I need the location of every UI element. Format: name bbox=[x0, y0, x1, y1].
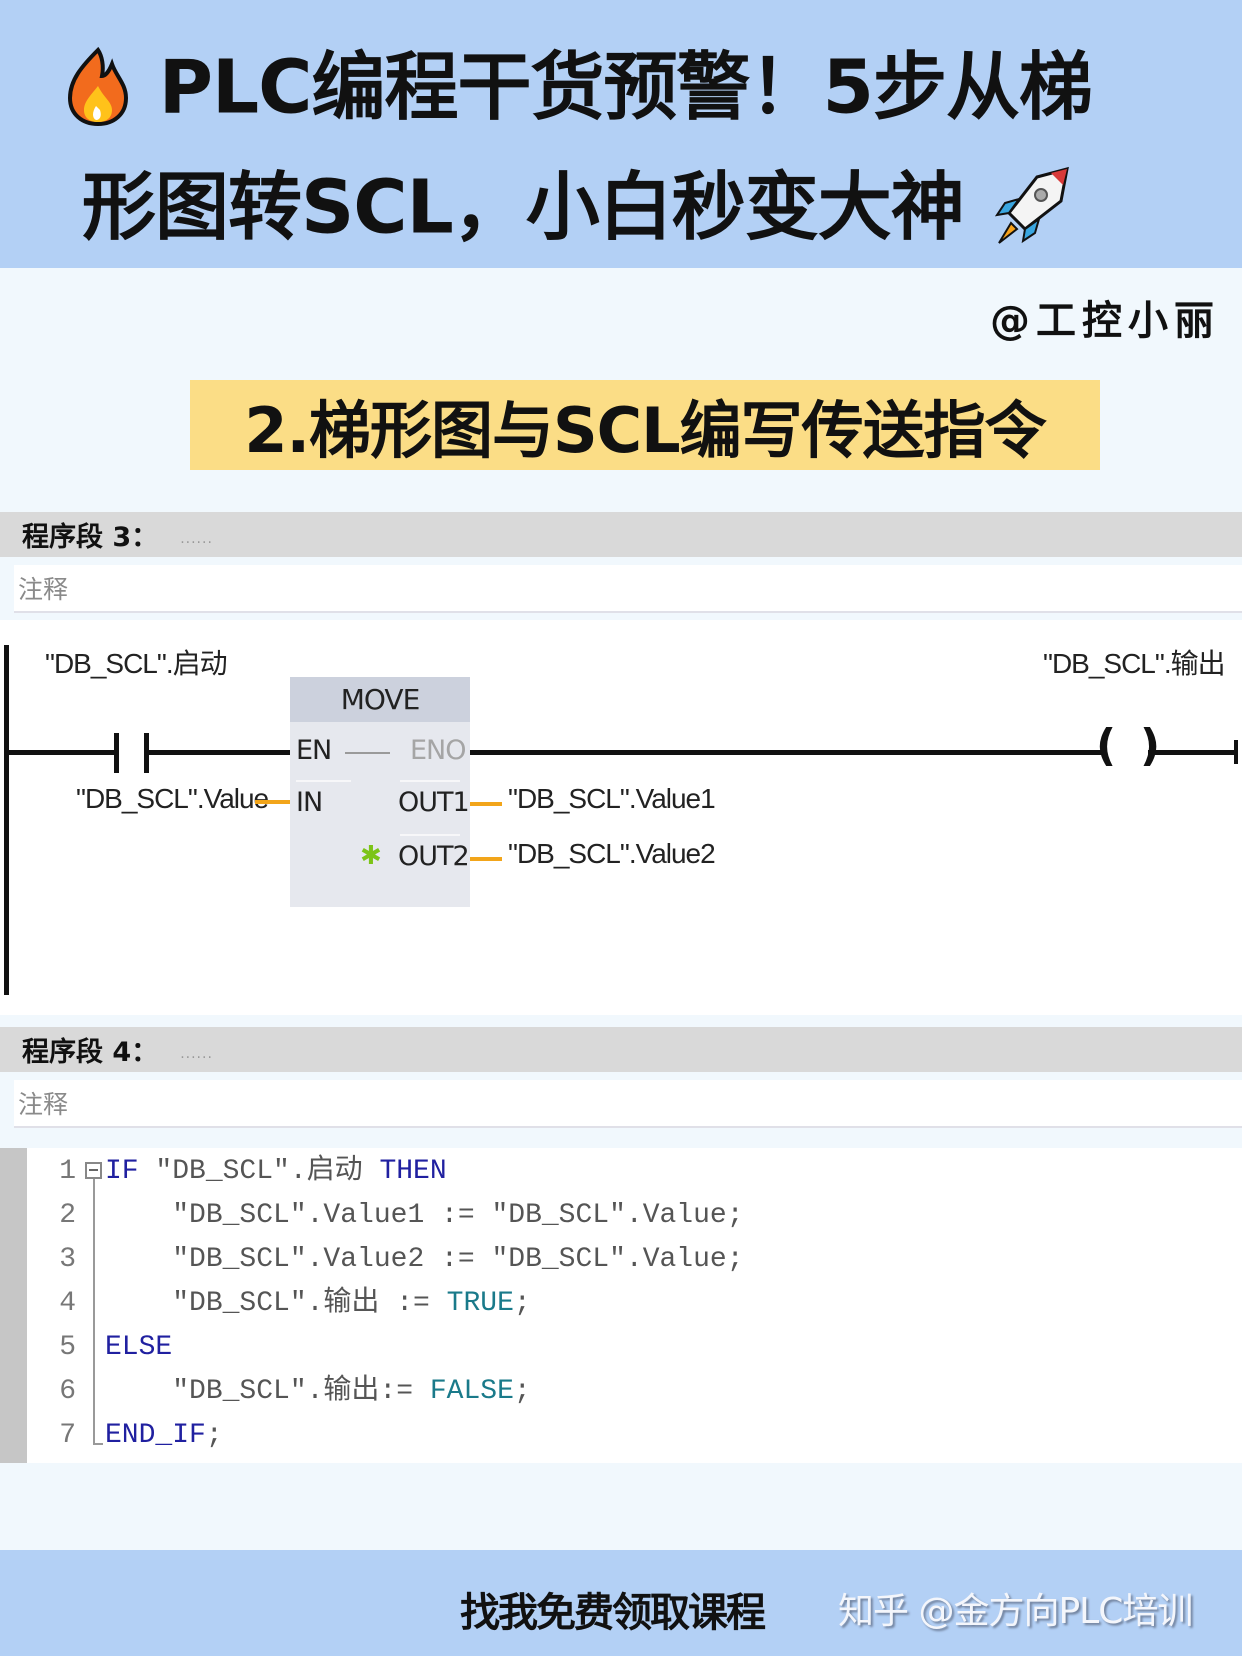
out1-operand[interactable]: "DB_SCL".Value1 bbox=[508, 783, 716, 814]
power-rail bbox=[4, 645, 9, 995]
pin-en: EN bbox=[296, 735, 332, 766]
in-connection bbox=[255, 800, 290, 804]
literal-token: TRUE bbox=[446, 1288, 514, 1319]
editor-gutter bbox=[0, 1148, 27, 1463]
pin-separator bbox=[400, 780, 460, 782]
code-line[interactable]: 5 ELSE bbox=[0, 1326, 1242, 1370]
fire-icon bbox=[62, 46, 134, 138]
code-token: "DB_SCL".Value1 := "DB_SCL".Value; bbox=[105, 1200, 744, 1231]
network-3-comment-field[interactable]: 注释 bbox=[14, 565, 1242, 613]
keyword-token: ELSE bbox=[105, 1332, 173, 1363]
code-text: ELSE bbox=[105, 1326, 172, 1370]
code-token: ; bbox=[513, 1376, 531, 1407]
network-title: 程序段 4： bbox=[22, 1037, 159, 1068]
rung-wire bbox=[470, 750, 1105, 755]
line-number: 2 bbox=[59, 1200, 76, 1231]
keyword-token: IF bbox=[105, 1156, 156, 1187]
en-eno-link bbox=[345, 752, 390, 754]
move-block-title: MOVE bbox=[290, 677, 470, 722]
keyword-token: END_IF bbox=[105, 1420, 206, 1451]
rung-end bbox=[1234, 740, 1238, 764]
code-text: "DB_SCL".Value2 := "DB_SCL".Value; bbox=[105, 1238, 744, 1282]
code-text: END_IF; bbox=[105, 1414, 223, 1458]
network-3-header[interactable]: 程序段 3： ...... bbox=[0, 512, 1242, 557]
line-number: 5 bbox=[59, 1332, 76, 1363]
code-token: "DB_SCL".输出 := bbox=[105, 1288, 447, 1319]
code-text: "DB_SCL".Value1 := "DB_SCL".Value; bbox=[105, 1194, 744, 1238]
code-text: "DB_SCL".输出:= FALSE; bbox=[105, 1370, 531, 1414]
coil-left-paren[interactable]: ( bbox=[1096, 720, 1117, 771]
code-text: "DB_SCL".输出 := TRUE; bbox=[105, 1282, 531, 1326]
footer-watermark: 知乎 @金方向PLC培训 bbox=[838, 1591, 1193, 1632]
contact-left-bar bbox=[114, 733, 119, 773]
move-block[interactable]: MOVE EN ENO IN OUT1 ✱ OUT2 bbox=[290, 677, 470, 907]
coil-right-paren[interactable]: ) bbox=[1140, 720, 1161, 771]
code-token: "DB_SCL".输出:= bbox=[105, 1376, 430, 1407]
fold-guide-end bbox=[93, 1443, 103, 1445]
section-subtitle: 2.梯形图与SCL编写传送指令 bbox=[190, 380, 1100, 470]
line-number: 3 bbox=[59, 1244, 76, 1275]
network-4-comment-field[interactable]: 注释 bbox=[14, 1080, 1242, 1128]
banner-title-line1: PLC编程干货预警！5步从梯 bbox=[62, 46, 1093, 138]
out1-connection bbox=[470, 802, 502, 806]
line-number: 6 bbox=[59, 1376, 76, 1407]
pin-in: IN bbox=[296, 787, 323, 818]
fold-guide bbox=[93, 1174, 95, 1444]
code-line[interactable]: 6 "DB_SCL".输出:= FALSE; bbox=[0, 1370, 1242, 1414]
line-number: 7 bbox=[59, 1420, 76, 1451]
out2-connection bbox=[470, 857, 502, 861]
title-banner: PLC编程干货预警！5步从梯 形图转SCL，小白秒变大神 bbox=[0, 0, 1242, 268]
literal-token: FALSE bbox=[429, 1376, 514, 1407]
add-pin-icon[interactable]: ✱ bbox=[360, 841, 382, 871]
code-text: IF "DB_SCL".启动 THEN bbox=[105, 1150, 447, 1194]
network-title: 程序段 3： bbox=[22, 522, 159, 553]
code-line[interactable]: 1 IF "DB_SCL".启动 THEN bbox=[0, 1150, 1242, 1194]
out2-operand[interactable]: "DB_SCL".Value2 bbox=[508, 838, 716, 869]
ladder-diagram: "DB_SCL".启动 "DB_SCL".Value MOVE EN ENO I… bbox=[0, 620, 1242, 1015]
collapse-icon[interactable] bbox=[85, 1162, 102, 1179]
rung-wire bbox=[1148, 750, 1236, 755]
pin-separator bbox=[400, 834, 460, 836]
code-line[interactable]: 2 "DB_SCL".Value1 := "DB_SCL".Value; bbox=[0, 1194, 1242, 1238]
contact-operand[interactable]: "DB_SCL".启动 bbox=[45, 648, 228, 679]
code-line[interactable]: 4 "DB_SCL".输出 := TRUE; bbox=[0, 1282, 1242, 1326]
pin-eno: ENO bbox=[410, 735, 467, 766]
code-token: "DB_SCL".Value2 := "DB_SCL".Value; bbox=[105, 1244, 744, 1275]
coil-operand[interactable]: "DB_SCL".输出 bbox=[1043, 648, 1226, 679]
network-title-placeholder[interactable]: ...... bbox=[180, 530, 213, 547]
keyword-token: THEN bbox=[379, 1156, 447, 1187]
code-token: ; bbox=[205, 1420, 223, 1451]
banner-title-line2: 形图转SCL，小白秒变大神 bbox=[82, 163, 1075, 261]
author-handle: @工控小丽 bbox=[990, 298, 1220, 344]
network-4-header[interactable]: 程序段 4： ...... bbox=[0, 1027, 1242, 1072]
code-token: ; bbox=[513, 1288, 531, 1319]
rocket-icon bbox=[989, 163, 1075, 261]
footer-bar: 找我免费领取课程 知乎 @金方向PLC培训 bbox=[0, 1550, 1242, 1656]
pin-separator bbox=[296, 780, 351, 782]
in-operand[interactable]: "DB_SCL".Value bbox=[76, 783, 269, 814]
code-token: "DB_SCL".启动 bbox=[155, 1156, 380, 1187]
code-line[interactable]: 7 END_IF; bbox=[0, 1414, 1242, 1458]
code-line[interactable]: 3 "DB_SCL".Value2 := "DB_SCL".Value; bbox=[0, 1238, 1242, 1282]
pin-out1: OUT1 bbox=[398, 787, 470, 818]
line-number: 4 bbox=[59, 1288, 76, 1319]
network-title-placeholder[interactable]: ...... bbox=[180, 1045, 213, 1062]
rung-wire bbox=[146, 750, 290, 755]
line-number: 1 bbox=[59, 1156, 76, 1187]
pin-out2: OUT2 bbox=[398, 841, 470, 872]
footer-call-to-action: 找我免费领取课程 bbox=[460, 1590, 766, 1636]
rung-wire bbox=[6, 750, 116, 755]
